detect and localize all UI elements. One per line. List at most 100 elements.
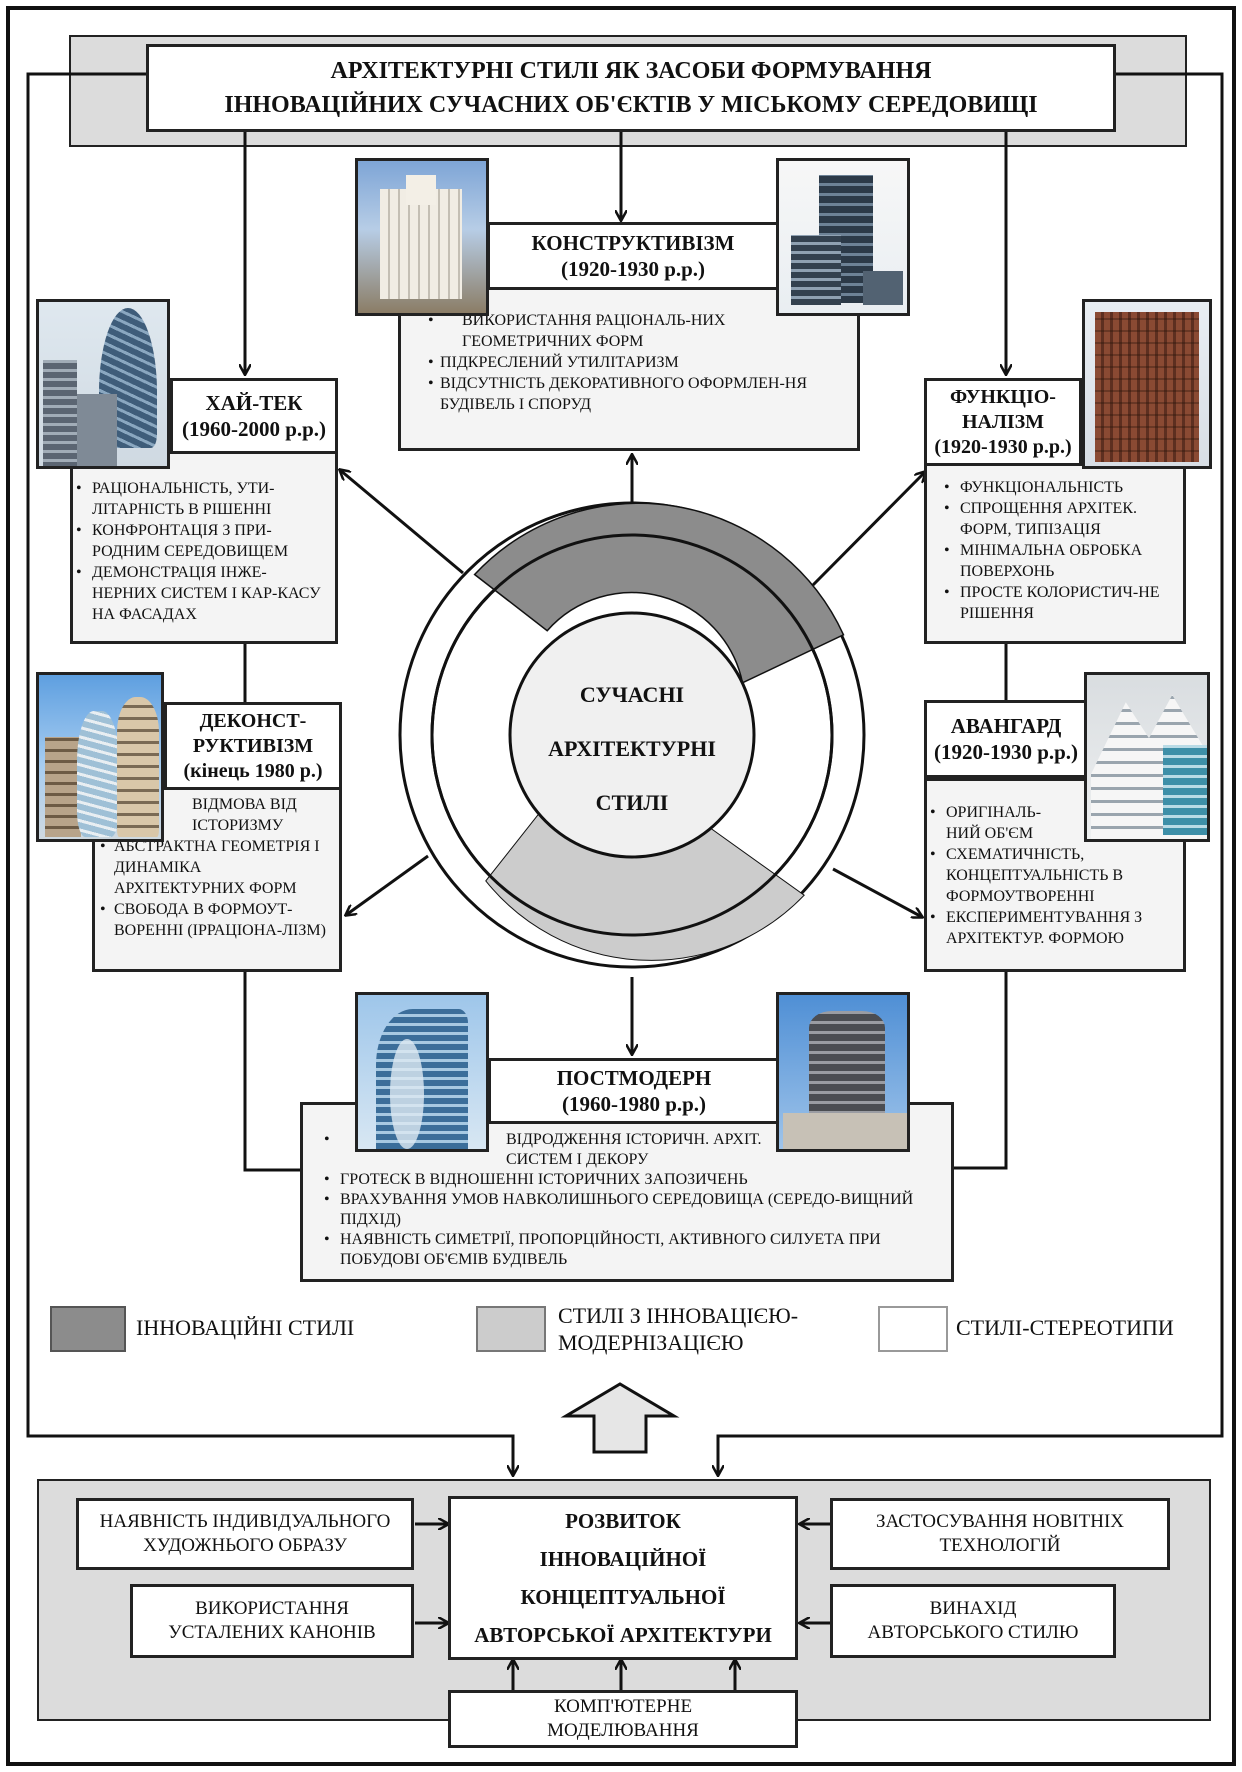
functionalism-name-2: НАЛІЗМ [961,410,1045,433]
arrow-wheel-avantgarde [832,867,922,917]
factor-author-style: ВИНАХІД АВТОРСЬКОГО СТИЛЮ [830,1584,1116,1658]
center-line-1: СУЧАСНІ [579,682,685,707]
postmodern-photo-left [355,992,489,1152]
styles-wheel [398,501,866,969]
wheel-core [508,611,756,859]
development-line-2: ІННОВАЦІЙНОЇ [539,1547,707,1571]
list-item: ВІДРОДЖЕННЯ ІСТОРИЧН. АРХІТ. СИСТЕМ І ДЕ… [320,1130,946,1170]
postmodern-feature-3: ВРАХУВАННЯ УМОВ НАВКОЛИШНЬОГО СЕРЕДОВИЩА… [340,1191,914,1228]
list-item: ПІДКРЕСЛЕНИЙ УТИЛІТАРИЗМ [424,352,850,373]
legend-swatch-modernized [476,1306,546,1352]
deconstructivism-feature-3: СВОБОДА В ФОРМОУТ-ВОРЕННІ (ІРРАЦІОНА-ЛІЗ… [114,901,326,939]
list-item: НАЯВНІСТЬ СИМЕТРІЇ, ПРОПОРЦІЙНОСТІ, АКТИ… [320,1230,946,1270]
avantgarde-name: АВАНГАРД [950,714,1062,738]
constructivism-header: КОНСТРУКТИВІЗМ (1920-1930 р.р.) [487,222,779,290]
functionalism-photo [1082,299,1212,469]
hitech-features: РАЦІОНАЛЬНІСТЬ, УТИ-ЛІТАРНІСТЬ В РІШЕННІ… [72,478,330,625]
list-item: РАЦІОНАЛЬНІСТЬ, УТИ-ЛІТАРНІСТЬ В РІШЕННІ [72,478,330,520]
avantgarde-feature-1: ОРИГІНАЛЬ-НИЙ ОБ'ЄМ [946,804,1042,842]
arrow-wheel-deconstructivism [346,854,429,915]
constructivism-period: (1920-1930 р.р.) [560,257,706,281]
constructivism-feature-2: ПІДКРЕСЛЕНИЙ УТИЛІТАРИЗМ [440,354,679,371]
hitech-header: ХАЙ-ТЕК (1960-2000 р.р.) [170,378,338,454]
outer-frame [6,6,1236,1766]
list-item: АБСТРАКТНА ГЕОМЕТРІЯ І ДИНАМІКА АРХІТЕКТ… [96,836,336,899]
legend-label-modernized: СТИЛІ З ІННОВАЦІЄЮ- МОДЕРНІЗАЦІЄЮ [558,1302,798,1356]
development-line-3: КОНЦЕПТУАЛЬНОЇ [520,1585,726,1609]
hitech-feature-1: РАЦІОНАЛЬНІСТЬ, УТИ-ЛІТАРНІСТЬ В РІШЕННІ [92,480,275,518]
left-loop-line [26,72,513,1475]
factor-new-technologies: ЗАСТОСУВАННЯ НОВІТНІХ ТЕХНОЛОГІЙ [830,1498,1170,1570]
list-item: ВИКОРИСТАННЯ РАЦІОНАЛЬ-НИХ ГЕОМЕТРИЧНИХ … [424,310,850,352]
deconstructivism-header: ДЕКОНСТ- РУКТИВІЗМ (кінець 1980 р.) [164,702,342,790]
legend-modernized-line-1: СТИЛІ З ІННОВАЦІЄЮ- [558,1303,799,1328]
deconstructivism-period: (кінець 1980 р.) [183,759,323,782]
avantgarde-features: ОРИГІНАЛЬ-НИЙ ОБ'ЄМ СХЕМАТИЧНІСТЬ, КОНЦЕ… [926,802,1182,949]
postmodern-features: ВІДРОДЖЕННЯ ІСТОРИЧН. АРХІТ. СИСТЕМ І ДЕ… [320,1130,946,1270]
functionalism-feature-4: ПРОСТЕ КОЛОРИСТИЧ-НЕ РІШЕННЯ [960,584,1160,622]
link-deconstructivism-postmodern [243,972,302,1172]
postmodern-photo-right [776,992,910,1152]
factor-computer-modeling: КОМП'ЮТЕРНЕ МОДЕЛЮВАННЯ [448,1690,798,1748]
functionalism-feature-2: СПРОЩЕННЯ АРХІТЕК. ФОРМ, ТИПІЗАЦІЯ [960,500,1137,538]
functionalism-features: ФУНКЦІОНАЛЬНІСТЬ СПРОЩЕННЯ АРХІТЕК. ФОРМ… [940,477,1182,624]
development-line-4: АВТОРСЬКОЇ АРХІТЕКТУРИ [474,1623,772,1647]
functionalism-feature-1: ФУНКЦІОНАЛЬНІСТЬ [960,479,1124,496]
hitech-feature-3: ДЕМОНСТРАЦІЯ ІНЖЕ-НЕРНИХ СИСТЕМ І КАР-КА… [92,564,321,623]
development-box: РОЗВИТОК ІННОВАЦІЙНОЇ КОНЦЕПТУАЛЬНОЇ АВТ… [448,1496,798,1660]
title-line-1: АРХІТЕКТУРНІ СТИЛІ ЯК ЗАСОБИ ФОРМУВАННЯ [330,58,932,84]
postmodern-period: (1960-1980 р.р.) [561,1092,707,1116]
list-item: ВІДСУТНІСТЬ ДЕКОРАТИВНОГО ОФОРМЛЕН-НЯ БУ… [424,373,850,415]
avantgarde-period: (1920-1930 р.р.) [933,740,1079,764]
list-item: СПРОЩЕННЯ АРХІТЕК. ФОРМ, ТИПІЗАЦІЯ [940,498,1182,540]
hitech-name: ХАЙ-ТЕК [205,391,303,415]
list-item: КОНФРОНТАЦІЯ З ПРИ-РОДНИМ СЕРЕДОВИЩЕМ [72,520,330,562]
deconstructivism-name-1: ДЕКОНСТ- [199,709,307,732]
deconstructivism-photo [36,672,164,842]
wheel-innovative-segment [473,502,845,684]
list-item: ВІДМОВА ВІД ІСТОРИЗМУ [96,794,336,836]
postmodern-feature-4: НАЯВНІСТЬ СИМЕТРІЇ, ПРОПОРЦІЙНОСТІ, АКТИ… [340,1231,881,1268]
functionalism-header: ФУНКЦІО- НАЛІЗМ (1920-1930 р.р.) [924,378,1082,466]
deconstructivism-features: ВІДМОВА ВІД ІСТОРИЗМУ АБСТРАКТНА ГЕОМЕТР… [96,794,336,941]
postmodern-feature-2: ГРОТЕСК В ВІДНОШЕННІ ІСТОРИЧНИХ ЗАПОЗИЧЕ… [340,1171,748,1188]
legend-swatch-stereotype [878,1306,948,1352]
right-loop-line [718,72,1224,1475]
diagram-title: АРХІТЕКТУРНІ СТИЛІ ЯК ЗАСОБИ ФОРМУВАННЯ … [146,44,1116,132]
avantgarde-feature-2: СХЕМАТИЧНІСТЬ, КОНЦЕПТУАЛЬНІСТЬ В ФОРМОУ… [946,846,1124,905]
postmodern-name: ПОСТМОДЕРН [556,1066,712,1090]
list-item: ЕКСПЕРИМЕНТУВАННЯ З АРХІТЕКТУР. ФОРМОЮ [926,907,1182,949]
list-item: ПРОСТЕ КОЛОРИСТИЧ-НЕ РІШЕННЯ [940,582,1182,624]
factor-established-canons: ВИКОРИСТАННЯ УСТАЛЕНИХ КАНОНІВ [130,1584,414,1658]
list-item: СХЕМАТИЧНІСТЬ, КОНЦЕПТУАЛЬНІСТЬ В ФОРМОУ… [926,844,1182,907]
legend-label-innovative: ІННОВАЦІЙНІ СТИЛІ [136,1315,355,1340]
deconstructivism-feature-1: ВІДМОВА ВІД ІСТОРИЗМУ [192,796,297,834]
avantgarde-header: АВАНГАРД (1920-1930 р.р.) [924,700,1088,778]
functionalism-name-1: ФУНКЦІО- [950,385,1056,408]
hitech-period: (1960-2000 р.р.) [181,417,327,441]
postmodern-header: ПОСТМОДЕРН (1960-1980 р.р.) [488,1058,780,1124]
list-item: ДЕМОНСТРАЦІЯ ІНЖЕ-НЕРНИХ СИСТЕМ І КАР-КА… [72,562,330,625]
avantgarde-photo [1084,672,1210,842]
constructivism-photo-left [355,158,489,316]
constructivism-feature-1: ВИКОРИСТАННЯ РАЦІОНАЛЬ-НИХ ГЕОМЕТРИЧНИХ … [462,312,726,350]
center-line-2: АРХІТЕКТУРНІ [548,736,716,761]
factor-individual-image: НАЯВНІСТЬ ІНДИВІДУАЛЬНОГО ХУДОЖНЬОГО ОБР… [76,1498,414,1570]
legend-label-stereotype: СТИЛІ-СТЕРЕОТИПИ [956,1315,1174,1340]
link-avantgarde-postmodern [953,972,1008,1170]
list-item: ВРАХУВАННЯ УМОВ НАВКОЛИШНЬОГО СЕРЕДОВИЩА… [320,1190,946,1230]
constructivism-features: ВИКОРИСТАННЯ РАЦІОНАЛЬ-НИХ ГЕОМЕТРИЧНИХ … [424,310,850,415]
list-item: МІНІМАЛЬНА ОБРОБКА ПОВЕРХОНЬ [940,540,1182,582]
constructivism-feature-3: ВІДСУТНІСТЬ ДЕКОРАТИВНОГО ОФОРМЛЕН-НЯ БУ… [440,375,808,413]
development-line-1: РОЗВИТОК [565,1509,681,1533]
legend-swatch-innovative [50,1306,126,1352]
functionalism-period: (1920-1930 р.р.) [934,435,1072,458]
wheel-center-label: СУЧАСНІ АРХІТЕКТУРНІ СТИЛІ [512,668,752,830]
avantgarde-feature-3: ЕКСПЕРИМЕНТУВАННЯ З АРХІТЕКТУР. ФОРМОЮ [946,909,1143,947]
hitech-photo [36,299,170,469]
constructivism-name: КОНСТРУКТИВІЗМ [531,231,735,255]
deconstructivism-name-2: РУКТИВІЗМ [192,734,314,757]
list-item: ГРОТЕСК В ВІДНОШЕННІ ІСТОРИЧНИХ ЗАПОЗИЧЕ… [320,1170,946,1190]
deconstructivism-feature-2: АБСТРАКТНА ГЕОМЕТРІЯ І ДИНАМІКА АРХІТЕКТ… [114,838,320,897]
